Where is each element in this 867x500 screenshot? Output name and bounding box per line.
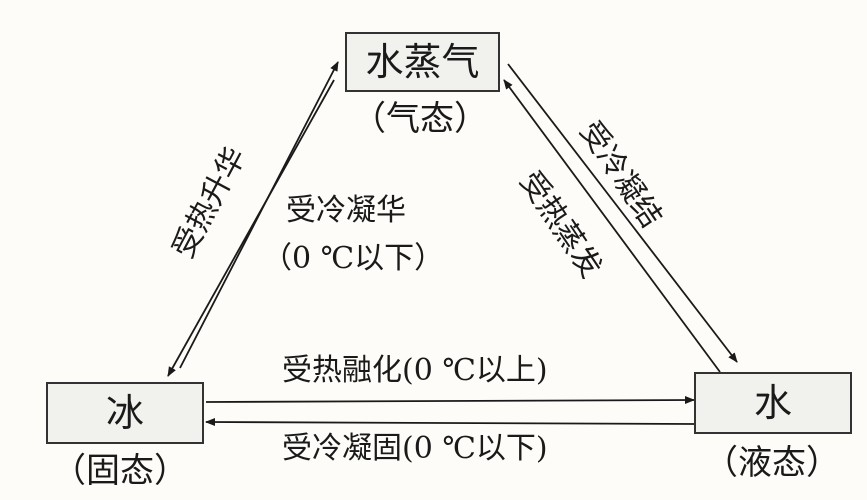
label-deposition: 受冷凝华 <box>286 193 406 228</box>
label-deposition-condition: （0 ℃以下） <box>262 241 445 276</box>
node-ice-label: 冰 <box>105 391 144 435</box>
node-vapor-label: 水蒸气 <box>365 40 480 84</box>
node-vapor-state: （气态） <box>352 99 488 139</box>
node-water-label: 水 <box>753 381 792 425</box>
node-vapor: 水蒸气 <box>345 32 500 92</box>
arrow-vapor-to-ice <box>167 79 335 377</box>
node-water: 水 <box>694 372 852 434</box>
arrow-water-to-vapor <box>503 79 721 373</box>
label-freezing: 受冷凝固(0 ℃以下) <box>282 431 548 466</box>
arrow-ice-to-water <box>205 396 695 405</box>
arrow-water-to-ice <box>205 418 695 427</box>
node-water-state: （液态） <box>704 443 840 483</box>
label-melting: 受热融化(0 ℃以上) <box>282 353 548 388</box>
node-ice: 冰 <box>46 382 204 444</box>
node-ice-state: （固态） <box>52 451 188 491</box>
arrow-vapor-to-water <box>507 63 738 363</box>
